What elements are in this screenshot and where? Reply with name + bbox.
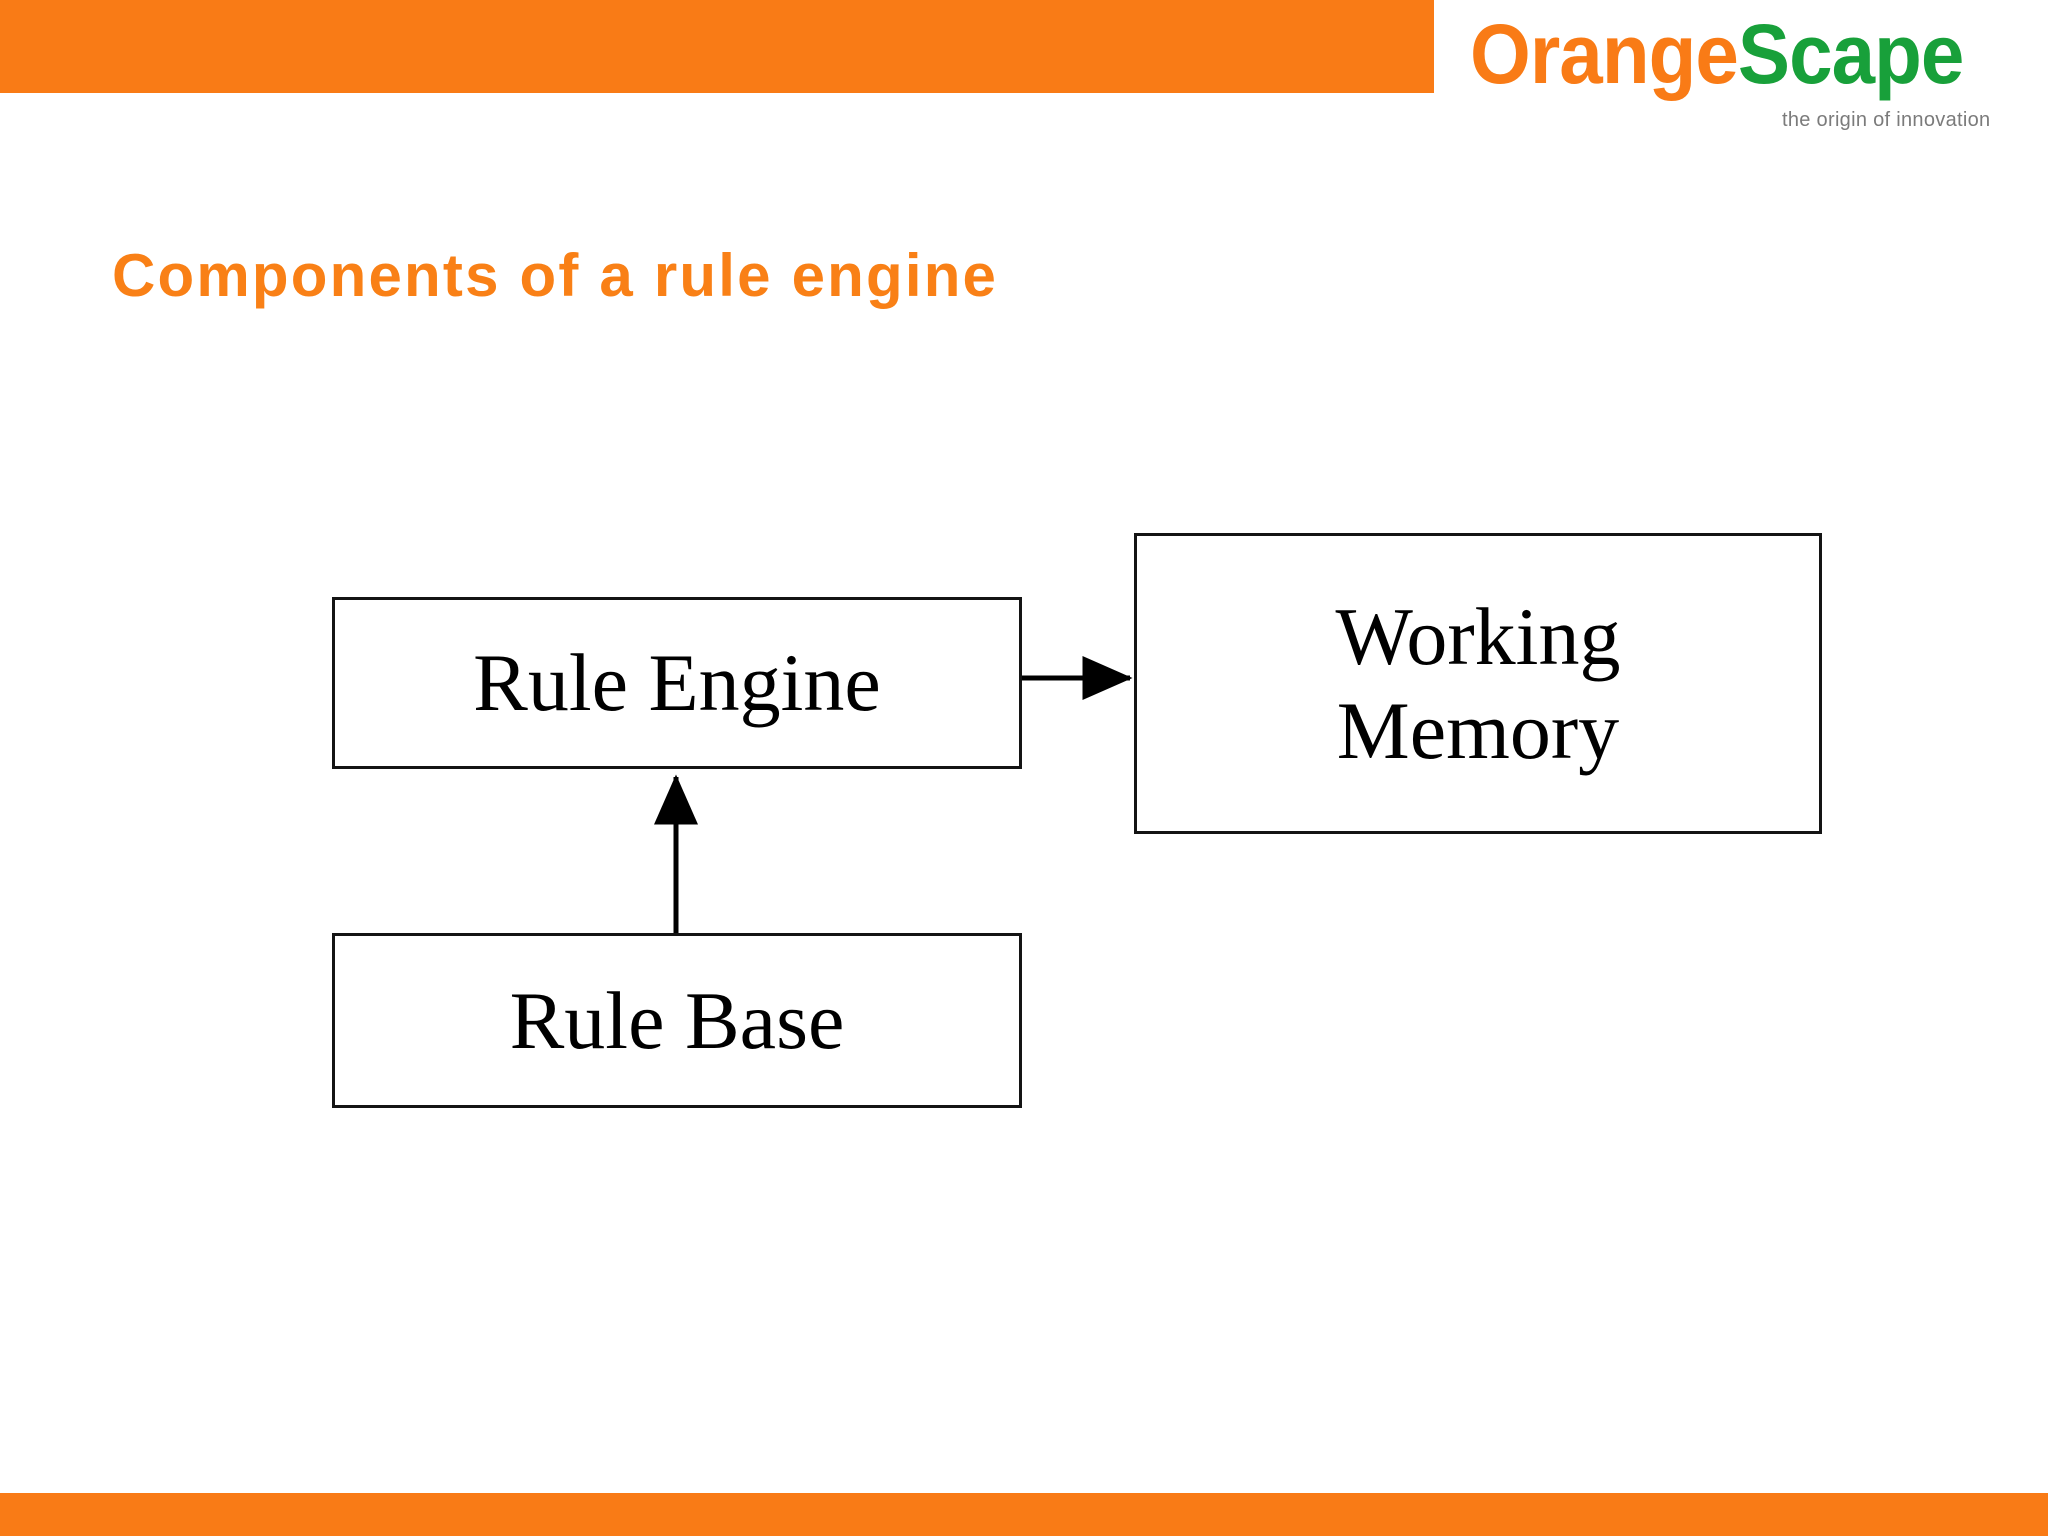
node-rule-engine[interactable]: Rule Engine bbox=[332, 597, 1022, 769]
orangescape-logo: OrangeScape the origin of innovation bbox=[1470, 7, 2048, 131]
node-rule-base[interactable]: Rule Base bbox=[332, 933, 1022, 1108]
logo-tagline: the origin of innovation bbox=[1782, 109, 1991, 131]
logo-text-scape: Scape bbox=[1737, 7, 1964, 101]
node-working-memory[interactable]: Working Memory bbox=[1134, 533, 1822, 834]
footer-orange-bar bbox=[0, 1493, 2048, 1536]
page-title: Components of a rule engine bbox=[112, 242, 999, 309]
header-orange-bar bbox=[0, 0, 1434, 93]
logo-wordmark: OrangeScape bbox=[1470, 7, 1964, 101]
node-rule-engine-label: Rule Engine bbox=[473, 637, 881, 728]
node-working-memory-label: Working Memory bbox=[1335, 590, 1621, 776]
node-rule-base-label: Rule Base bbox=[509, 974, 845, 1066]
logo-text-orange: Orange bbox=[1470, 7, 1739, 101]
